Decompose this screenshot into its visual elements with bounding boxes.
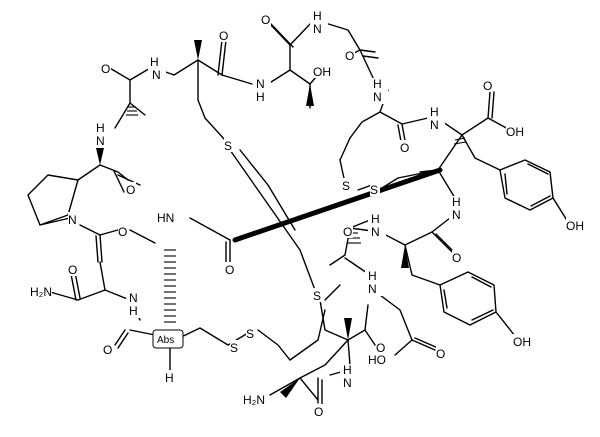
stereo-wedges [96, 40, 409, 398]
n-atom: N [430, 118, 439, 132]
h-atom: H [343, 363, 352, 377]
h-atom: H [150, 55, 159, 69]
h-atom: H [256, 90, 265, 104]
o-atom: O [452, 251, 461, 265]
o-atom: O [118, 225, 127, 239]
h-atom: H [96, 121, 105, 135]
n-atom: N [129, 291, 138, 305]
n-atom: N [373, 90, 382, 104]
h-atom: H [165, 371, 174, 385]
o-atom: O [314, 405, 323, 419]
n-atom: N [152, 68, 161, 82]
h-atom: H [373, 77, 382, 91]
n-atom: N [368, 282, 377, 296]
nh2-group: H₂N [30, 285, 52, 299]
n-atom: N [256, 77, 265, 91]
n-atom: N [68, 213, 77, 227]
oh-group: OH [506, 125, 524, 139]
o-atom: O [376, 341, 385, 355]
h-atom: H [368, 269, 377, 283]
n-atom: N [452, 208, 461, 222]
o-atom: O [126, 183, 135, 197]
oh-group: OH [566, 219, 584, 233]
o-atom: O [483, 79, 492, 93]
o-atom: O [225, 263, 234, 277]
h-atom: H [430, 105, 439, 119]
h-atom: H [371, 212, 380, 226]
s-atom: S [342, 179, 350, 193]
n-atom: N [343, 376, 352, 390]
h-atom: H [452, 195, 461, 209]
o-atom: O [101, 62, 110, 76]
n-atom: N [96, 134, 105, 148]
bond-network [27, 21, 569, 406]
o-atom: O [345, 49, 354, 63]
oh-group: OH [513, 335, 531, 349]
o-atom: O [219, 29, 228, 43]
n-atom: N [371, 225, 380, 239]
o-atom: O [68, 263, 77, 277]
o-atom: O [103, 343, 112, 357]
s-atom: S [313, 289, 321, 303]
oh-group: OH [313, 65, 331, 79]
o-atom: O [343, 225, 352, 239]
s-atom: S [246, 327, 254, 341]
n-atom: N [313, 22, 322, 36]
abs-stereo-flag: Abs [157, 335, 174, 346]
h-atom: H [313, 9, 322, 23]
ho-group: HO [368, 353, 386, 367]
atom-labels: O H N O N H O OH H N O H N H N O O OH S [30, 9, 588, 419]
s-atom: S [230, 341, 238, 355]
h-atom: H [129, 304, 138, 318]
o-atom: O [261, 13, 270, 27]
o-atom: O [436, 347, 445, 361]
o-atom: O [400, 141, 409, 155]
s-atom: S [370, 183, 378, 197]
s-atom: S [224, 139, 232, 153]
nh2-group: H₂N [243, 393, 265, 407]
hn-group: HN [157, 211, 174, 225]
